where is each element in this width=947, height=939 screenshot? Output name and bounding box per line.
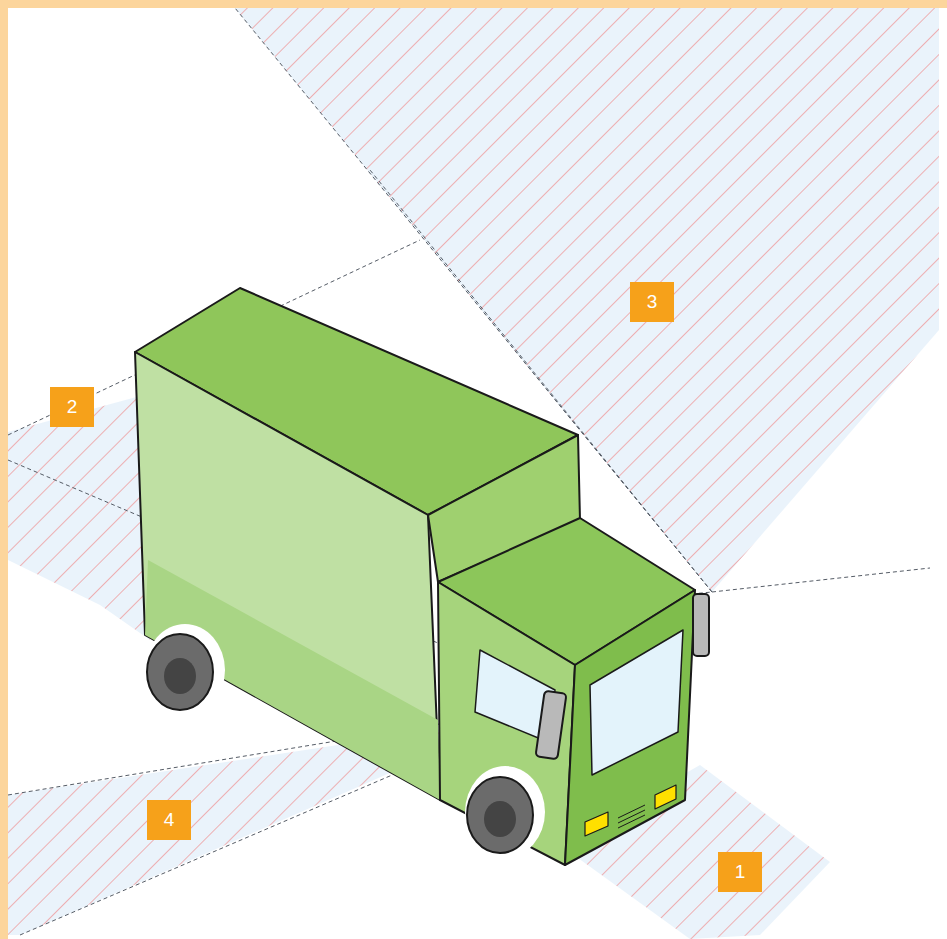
callout-number: 4: [147, 800, 191, 840]
background: [8, 8, 947, 939]
truck: [135, 288, 709, 865]
callout-number: 1: [718, 852, 762, 892]
blind-spot-zones: [8, 8, 939, 939]
sight-lines: [8, 8, 930, 935]
callout-number: 2: [50, 387, 94, 427]
callout-number: 3: [630, 282, 674, 322]
blind-spot-zone: [8, 396, 150, 640]
